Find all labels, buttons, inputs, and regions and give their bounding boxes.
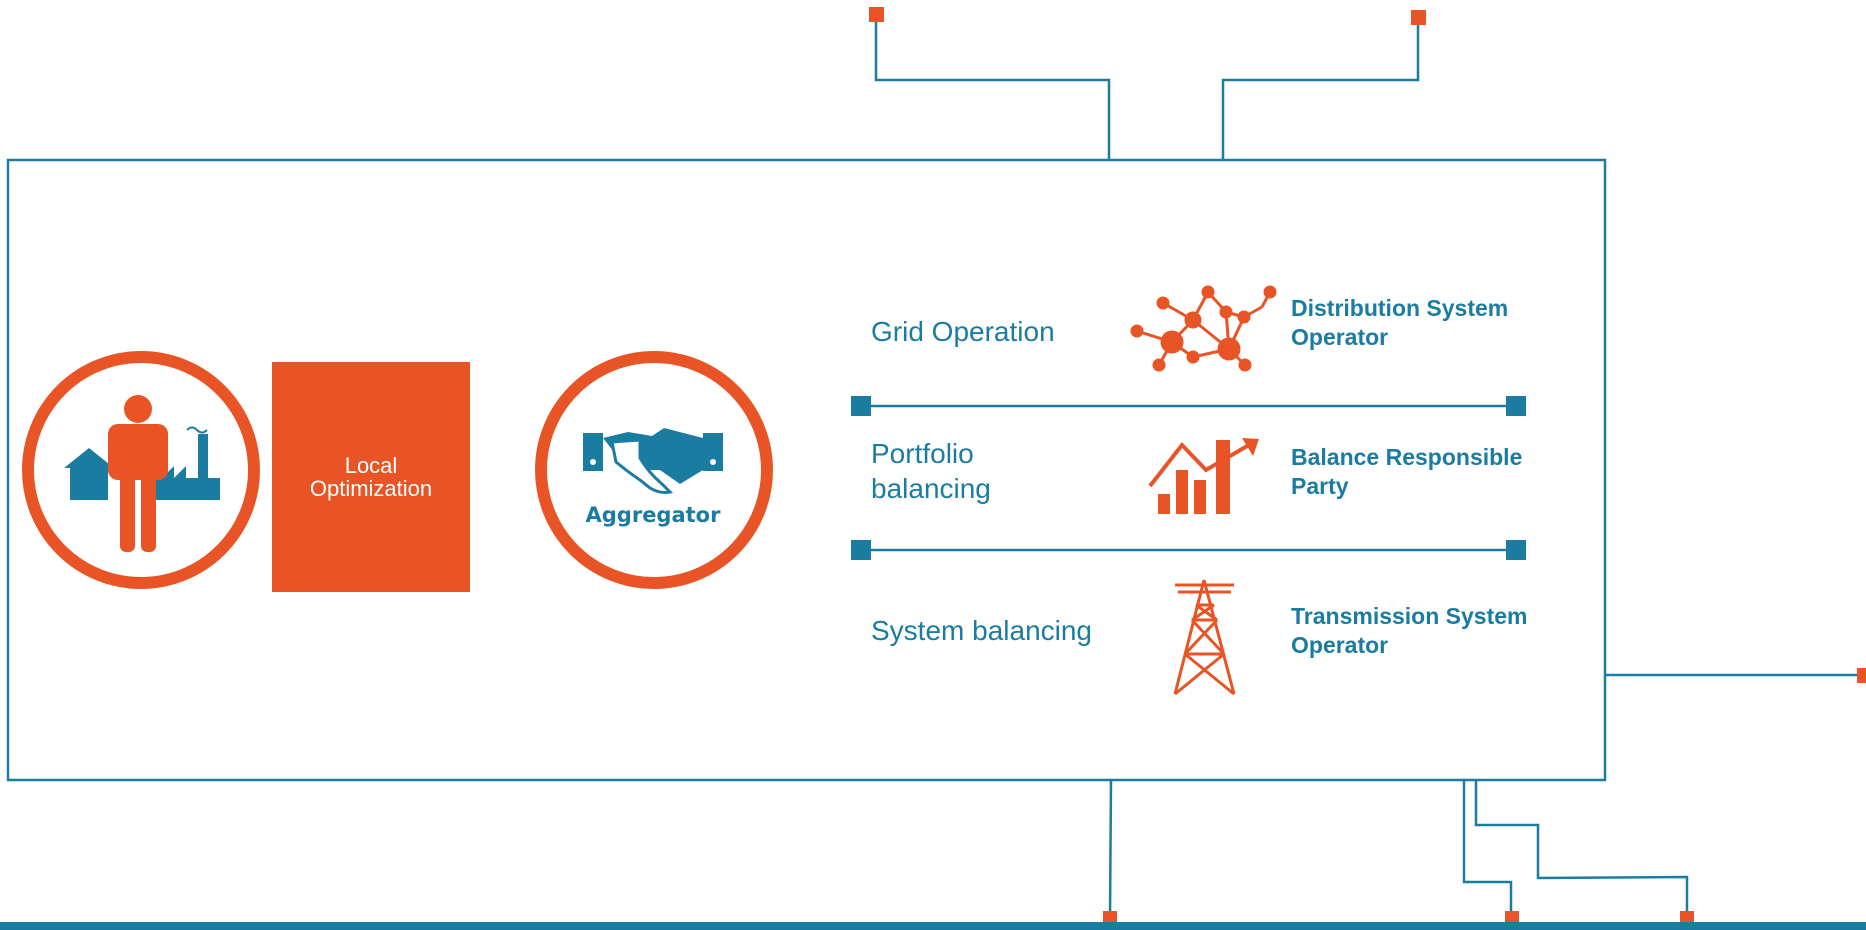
role-line: Distribution System bbox=[1291, 295, 1509, 321]
local-optimization-line-2: Optimization bbox=[309, 476, 433, 501]
terminal-right bbox=[1857, 668, 1866, 683]
connector-bottom-3 bbox=[1474, 780, 1689, 918]
row-label-system-balancing: System balancing bbox=[871, 613, 1092, 648]
role-line: Operator bbox=[1291, 324, 1389, 350]
terminal-top-right bbox=[1411, 10, 1426, 25]
role-balance-responsible-party: Balance Responsible Party bbox=[1291, 443, 1522, 501]
role-transmission-system-operator: Transmission System Operator bbox=[1291, 602, 1528, 660]
aggregator-circle bbox=[535, 351, 773, 589]
divider-2 bbox=[851, 540, 1526, 560]
network-nodes-icon bbox=[1130, 285, 1277, 372]
connector-top-right bbox=[1221, 17, 1420, 160]
terminal-bottom-3 bbox=[1680, 911, 1694, 925]
row-label-line: balancing bbox=[871, 473, 991, 504]
row-label-line: System balancing bbox=[871, 615, 1093, 646]
bottom-bar bbox=[0, 922, 1866, 930]
row-label-grid-operation: Grid Operation bbox=[871, 314, 1055, 349]
role-distribution-system-operator: Distribution System Operator bbox=[1291, 294, 1508, 352]
person-with-house-and-factory-icon bbox=[64, 395, 220, 552]
role-line: Transmission System bbox=[1291, 603, 1528, 629]
role-line: Balance Responsible bbox=[1291, 444, 1523, 470]
local-optimization-box: Local Optimization bbox=[272, 362, 470, 592]
consumer-circle bbox=[22, 351, 260, 589]
handshake-icon bbox=[583, 428, 723, 494]
terminal-bottom-2 bbox=[1505, 911, 1519, 925]
terminal-top-left bbox=[869, 7, 884, 22]
connector-bottom-2 bbox=[1462, 780, 1513, 918]
connector-bottom-1 bbox=[1108, 779, 1113, 919]
connector-top-left bbox=[874, 15, 1111, 160]
row-label-line: Grid Operation bbox=[871, 316, 1055, 347]
role-line: Party bbox=[1291, 473, 1349, 499]
transmission-tower-icon bbox=[1173, 579, 1236, 696]
row-label-line: Portfolio bbox=[871, 438, 974, 469]
terminal-bottom-1 bbox=[1103, 911, 1117, 925]
divider-1 bbox=[851, 396, 1526, 416]
bar-chart-up-arrow-icon bbox=[1148, 438, 1259, 514]
connector-lines bbox=[874, 15, 1864, 919]
role-line: Operator bbox=[1291, 632, 1389, 658]
aggregator-label: Aggregator bbox=[585, 503, 721, 527]
local-optimization-line-1: Local bbox=[344, 453, 398, 478]
connector-terminals bbox=[869, 7, 1866, 925]
row-label-portfolio-balancing: Portfolio balancing bbox=[871, 436, 991, 506]
